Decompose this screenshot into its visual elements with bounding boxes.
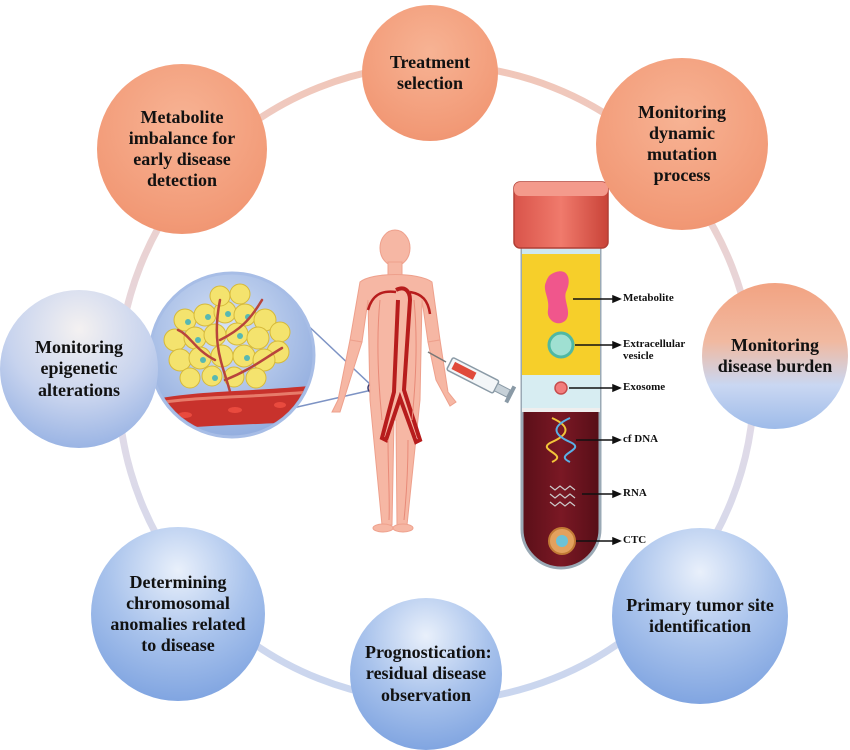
label-metabolite: Metabolite bbox=[623, 292, 674, 304]
label-rna: RNA bbox=[623, 487, 647, 499]
human-body bbox=[331, 229, 457, 533]
node-disease-burden: Monitoring disease burden bbox=[702, 283, 848, 429]
node-dynamic-mutation-text: Monitoring dynamic mutation process bbox=[638, 101, 726, 186]
node-disease-burden-text: Monitoring disease burden bbox=[717, 334, 833, 376]
node-prognostication: Prognostication: residual disease observ… bbox=[350, 598, 502, 750]
node-dynamic-mutation: Monitoring dynamic mutation process bbox=[596, 58, 768, 230]
label-exosome: Exosome bbox=[623, 381, 666, 393]
tumor-cells bbox=[163, 283, 291, 389]
exosome-blob bbox=[554, 381, 568, 395]
node-prognostication-text: Prognostication: residual disease observ… bbox=[365, 642, 492, 705]
node-treatment-selection-text: Treatment selection bbox=[389, 51, 471, 93]
blood-tube bbox=[513, 181, 609, 570]
tube-arrows bbox=[569, 294, 622, 546]
tumor-inset bbox=[148, 271, 316, 439]
vesicle-blob bbox=[547, 331, 575, 359]
node-epigenetic-alterations-text: Monitoring epigenetic alterations bbox=[35, 337, 123, 400]
node-treatment-selection: Treatment selection bbox=[362, 5, 498, 141]
node-primary-tumor-text: Primary tumor site identification bbox=[626, 594, 774, 636]
label-extracellular-vesicle: Extracellular vesicle bbox=[623, 338, 686, 363]
node-chromosomal-anomalies-text: Determining chromosomal anomalies relate… bbox=[110, 571, 246, 656]
dna-helix bbox=[545, 417, 577, 463]
label-ctc: CTC bbox=[623, 534, 647, 546]
rna-strand bbox=[549, 485, 576, 507]
syringe bbox=[427, 351, 517, 404]
artery bbox=[379, 286, 423, 445]
node-metabolite-imbalance-text: Metabolite imbalance for early disease d… bbox=[128, 106, 236, 191]
node-primary-tumor: Primary tumor site identification bbox=[612, 528, 788, 704]
node-metabolite-imbalance: Metabolite imbalance for early disease d… bbox=[97, 64, 267, 234]
node-epigenetic-alterations: Monitoring epigenetic alterations bbox=[0, 290, 158, 448]
metabolite-blob bbox=[544, 271, 569, 324]
label-cf-dna: cf DNA bbox=[623, 433, 659, 445]
node-chromosomal-anomalies: Determining chromosomal anomalies relate… bbox=[91, 527, 265, 701]
